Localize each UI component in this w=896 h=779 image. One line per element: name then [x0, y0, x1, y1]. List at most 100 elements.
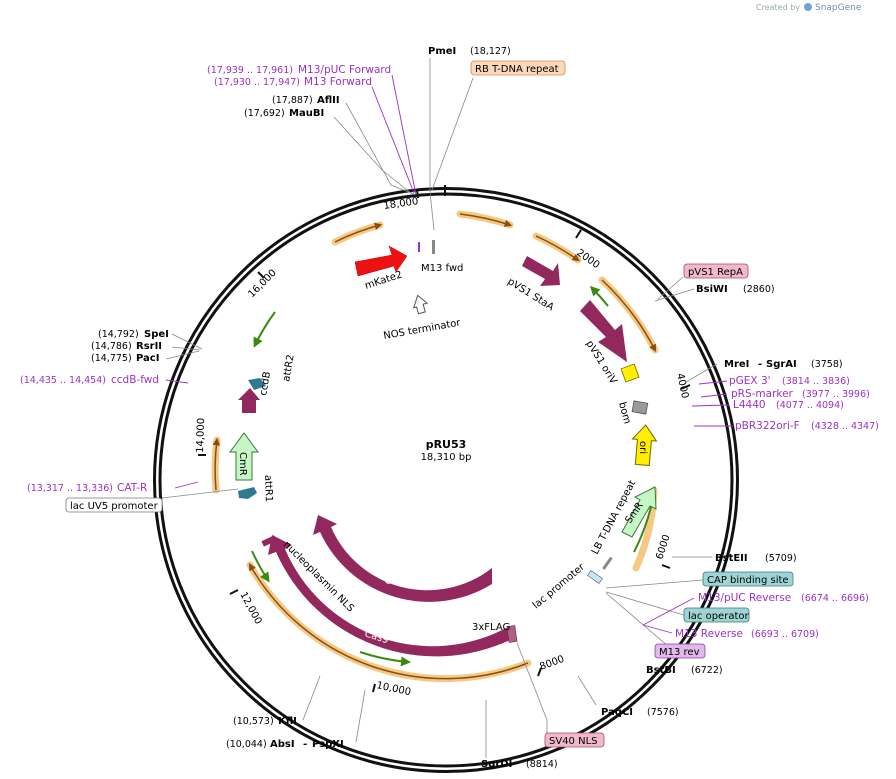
site-aflii: AflII [317, 95, 340, 106]
ori-arrow [631, 424, 658, 467]
ruler-4000: 4000 [674, 372, 690, 399]
snapgene-brand: SnapGene [815, 3, 862, 13]
label-lac-promoter: lac promoter [531, 561, 588, 611]
flag-mark [506, 625, 518, 643]
site-mrei-sep: - [758, 359, 762, 370]
mkate2-arrow [354, 245, 408, 277]
site-absi-sep: - [303, 739, 307, 750]
site-mrei: MreI [724, 359, 749, 370]
site-bsteii: BstEII [715, 553, 748, 564]
label-bom: bom [616, 401, 632, 425]
orf-arrow-3 [535, 235, 580, 262]
orf-arrow-4 [601, 279, 657, 353]
cmr-arrow [229, 432, 259, 481]
nls-mark [261, 535, 277, 547]
rb-tdna-box [470, 60, 566, 76]
site-bsiwi: BsiWI [696, 284, 728, 295]
label-cmr: CmR [237, 452, 248, 476]
site-absi: AbsI [270, 739, 295, 750]
site-absi-pos: (10,044) [226, 739, 267, 750]
m13rev-box [654, 643, 706, 659]
ruler-18000: 18,000 [383, 196, 419, 212]
created-by-text: Created by [756, 3, 800, 12]
site-spei-pos: (14,792) [98, 329, 139, 340]
lacop-box [683, 607, 750, 623]
site-bsteii-pos: (5709) [765, 553, 797, 564]
sv40-box [544, 732, 605, 748]
primer-m13-fwd-pos: (17,930 .. 17,947) [214, 77, 300, 88]
pvs1-oriv-arrow [580, 300, 627, 362]
primer-pgex3-pos: (3814 .. 3836) [782, 376, 850, 387]
primer-l4440: L4440 [733, 399, 766, 411]
snapgene-logo-icon [804, 3, 812, 11]
orf-arrow-6 [248, 563, 529, 680]
site-paqci: PaqCI [601, 707, 633, 718]
site-mrei-pos: (3758) [811, 359, 843, 370]
primer-leader-lines [165, 74, 733, 634]
primer-m13-rev: M13 Reverse [675, 628, 743, 640]
attr2-arrow [248, 378, 266, 390]
primer-prs-marker: pRS-marker [731, 388, 794, 400]
label-ccdb: ccdB [258, 371, 273, 397]
primer-m13puc-rev-pos: (6674 .. 6696) [801, 593, 869, 604]
site-bstbi: BstBI [646, 665, 676, 676]
primer-m13puc-rev: M13/pUC Reverse [698, 592, 791, 604]
primer-m13puc-fwd: M13/pUC Forward [298, 64, 391, 76]
site-sgrai: SgrAI [766, 359, 797, 370]
pvs1-repa-label: pVS1 RepA [688, 267, 743, 278]
site-pmei-pos: (18,127) [470, 46, 511, 57]
m13-fwd-mark [432, 240, 435, 254]
pvs1-repa-box [683, 263, 749, 279]
m13rev-label: M13 rev [659, 647, 700, 658]
orf-arrow-1 [334, 222, 383, 243]
m13-primer-mark [418, 242, 420, 252]
cap-box [702, 571, 794, 587]
plasmid-name: pRU53 [426, 438, 467, 451]
primer-pbr322-pos: (4328 .. 4347) [811, 421, 879, 432]
orf-tracks [211, 210, 659, 683]
site-aflii-pos: (17,887) [272, 95, 313, 106]
pvs1-staa-arrow [522, 256, 560, 286]
site-pmei: PmeI [428, 46, 456, 57]
primer-m13puc-fwd-pos: (17,939 .. 17,961) [207, 65, 293, 76]
lacuv5-box [65, 497, 163, 513]
plasmid-size: 18,310 bp [421, 452, 472, 463]
primer-pbr322: pBR322ori-F [735, 420, 800, 432]
site-maubi-pos: (17,692) [244, 108, 285, 119]
site-kfli: KflI [278, 716, 297, 727]
nos-terminator-arrow [413, 294, 429, 315]
site-pspxi: PspXI [312, 739, 344, 750]
site-maubi: MauBI [289, 108, 324, 119]
site-spei: SpeI [144, 329, 169, 340]
primer-l4440-pos: (4077 .. 4094) [776, 400, 844, 411]
site-leader-lines [161, 58, 718, 758]
label-cas9-inner: Cas9 [384, 575, 410, 589]
site-paqci-pos: (7576) [647, 707, 679, 718]
site-bsiwi-pos: (2860) [743, 284, 775, 295]
primer-m13-rev-pos: (6693 .. 6709) [751, 629, 819, 640]
site-bstbi-pos: (6722) [691, 665, 723, 676]
site-kfli-pos: (10,573) [233, 716, 274, 727]
label-3xflag: 3xFLAG [472, 622, 510, 633]
orf-arrow-7 [212, 437, 221, 491]
primer-m13-fwd: M13 Forward [304, 76, 372, 88]
ruler-8000: 8000 [538, 654, 566, 673]
bom-box [631, 400, 649, 415]
label-nos-terminator: NOS terminator [383, 317, 463, 342]
primer-cat-r: CAT-R [117, 482, 147, 494]
primer-cat-r-pos: (13,317 .. 13,336) [27, 483, 113, 494]
ruler-12000: 12,000 [237, 590, 263, 626]
site-paci: PacI [136, 353, 159, 364]
primer-ccdb-fwd-pos: (14,435 .. 14,454) [20, 375, 106, 386]
ruler-10000: 10,000 [375, 680, 412, 698]
lacuv5-label: lac UV5 promoter [70, 501, 159, 512]
ruler-6000: 6000 [654, 533, 672, 561]
label-m13-fwd: M13 fwd [421, 263, 463, 274]
primer-ccdb-fwd: ccdB-fwd [111, 374, 159, 386]
lb-tdna-mark [602, 556, 613, 570]
smr-arrow [621, 486, 657, 538]
sv40-label: SV40 NLS [549, 736, 598, 747]
site-sgrdi-pos: (8814) [526, 759, 558, 770]
site-rsrii-pos: (14,786) [91, 341, 132, 352]
